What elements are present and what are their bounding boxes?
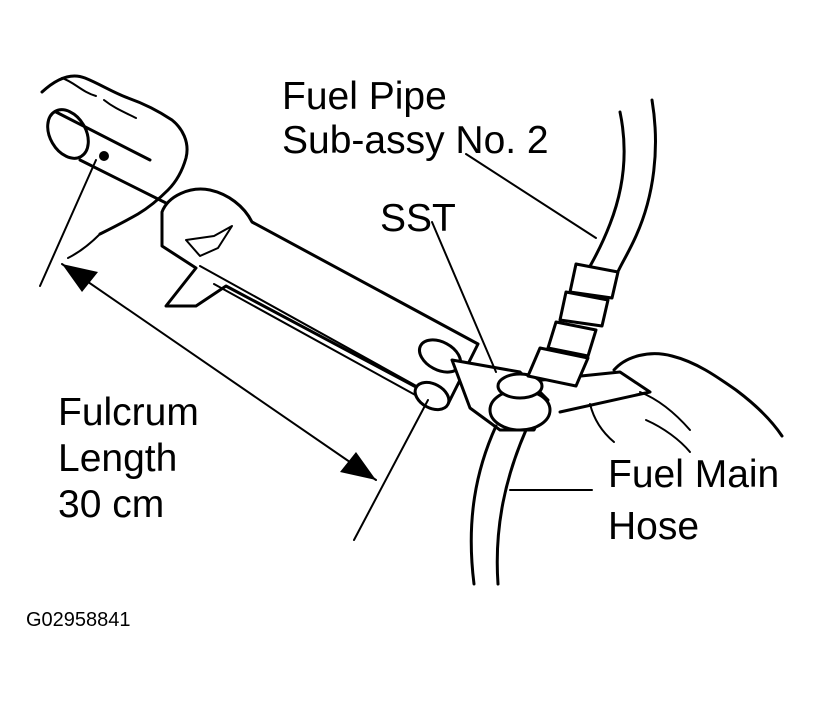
label-fuel-pipe-line2: Sub-assy No. 2 xyxy=(282,119,549,162)
fuel-pipe xyxy=(526,98,657,388)
label-fuel-main-line1: Fuel Main xyxy=(608,453,780,496)
label-fuel-pipe-line1: Fuel Pipe xyxy=(282,75,447,118)
label-fuel-main-line2: Hose xyxy=(608,505,700,548)
fulcrum-dimension xyxy=(39,159,429,541)
left-hand-outline xyxy=(40,74,189,259)
fuel-main-hose xyxy=(469,424,528,586)
arrow-head-upper xyxy=(62,264,98,292)
wrench-handle-grip xyxy=(46,108,174,208)
right-hand-outline xyxy=(589,352,784,453)
label-fulcrum-line1: Fulcrum xyxy=(58,391,199,434)
label-sst: SST xyxy=(380,197,456,240)
arrow-head-lower xyxy=(340,452,376,480)
torque-wrench-body xyxy=(160,187,480,412)
figure-code: G02958841 xyxy=(26,609,131,631)
leader-lines xyxy=(431,153,597,491)
label-fulcrum-line3: 30 cm xyxy=(58,483,165,526)
label-fulcrum-line2: Length xyxy=(58,437,178,480)
